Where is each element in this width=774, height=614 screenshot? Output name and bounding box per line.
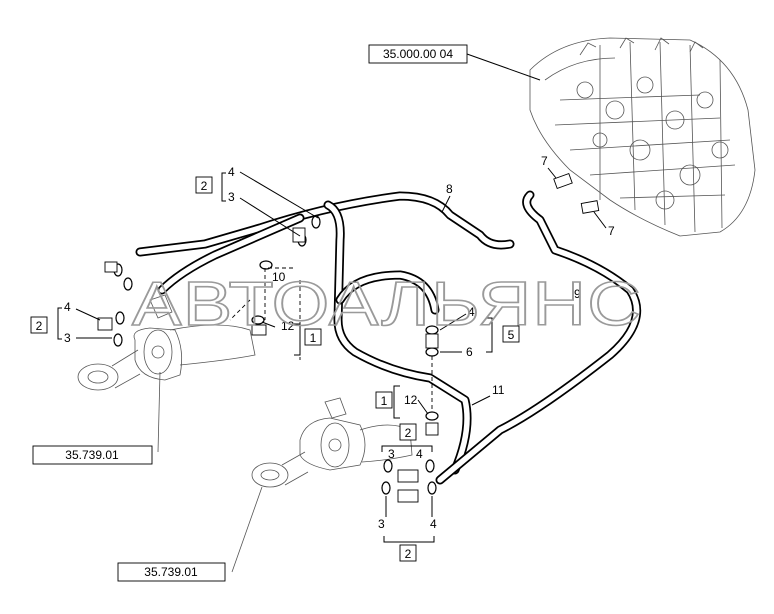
hose-9 <box>435 190 642 485</box>
part-label-3a: 3 <box>228 190 235 204</box>
box-2c[interactable] <box>399 423 417 441</box>
part-label-9: 9 <box>574 287 581 301</box>
box-2d-text: 2 <box>405 547 412 561</box>
label-group-bottom-top: 2 3 4 <box>381 423 433 461</box>
label-8: 8 <box>441 182 453 213</box>
part-label-4c: 4 <box>468 305 475 319</box>
label-10: 10 <box>272 270 286 284</box>
part-label-4b: 4 <box>64 300 71 314</box>
box-2a[interactable] <box>195 176 213 194</box>
cylinder-bottom-drawing <box>231 397 413 573</box>
box-1b-text: 1 <box>381 394 388 408</box>
box-5-text: 5 <box>508 328 515 342</box>
reference-valve-text: 35.000.00 04 <box>383 47 453 61</box>
label-group-bottom-bottom: 3 4 2 <box>378 496 437 562</box>
box-2b-text: 2 <box>36 319 43 333</box>
part-label-3b: 3 <box>64 331 71 345</box>
box-1b[interactable] <box>375 391 393 409</box>
part-label-7a: 7 <box>541 154 548 168</box>
part-label-4a: 4 <box>228 165 235 179</box>
label-11: 11 <box>471 383 505 406</box>
box-5[interactable] <box>502 325 520 343</box>
label-7: 7 7 <box>541 154 615 238</box>
label-group-left-top: 4 3 2 <box>195 165 319 237</box>
control-valve-drawing <box>529 37 756 237</box>
fittings <box>97 172 600 503</box>
label-9: 9 <box>574 287 581 301</box>
label-12a: 12 1 <box>261 319 322 356</box>
box-2b[interactable] <box>30 316 48 334</box>
box-2d[interactable] <box>399 544 417 562</box>
reference-cylinder-left-text: 35.739.01 <box>65 448 119 462</box>
reference-cylinder-bottom-text: 35.739.01 <box>144 565 198 579</box>
reference-cylinder-bottom[interactable]: 35.739.01 <box>117 562 226 582</box>
part-label-4d: 4 <box>416 447 423 461</box>
box-2a-text: 2 <box>201 179 208 193</box>
part-label-6: 6 <box>466 345 473 359</box>
part-label-12a: 12 <box>281 319 295 333</box>
part-label-8: 8 <box>446 182 453 196</box>
part-label-3c: 3 <box>388 447 395 461</box>
part-label-7b: 7 <box>608 224 615 238</box>
label-12b: 1 12 <box>375 385 429 419</box>
hose-upper-branch <box>157 200 472 475</box>
cylinder-left-drawing <box>77 294 256 453</box>
part-label-3d: 3 <box>378 517 385 531</box>
reference-valve[interactable]: 35.000.00 04 <box>368 44 541 81</box>
part-label-11: 11 <box>492 383 505 397</box>
box-2c-text: 2 <box>405 426 412 440</box>
hose-10 <box>335 270 440 315</box>
label-group-right-mid: 4 6 5 <box>439 305 520 359</box>
part-label-10: 10 <box>272 270 286 284</box>
part-label-12b: 12 <box>404 393 418 407</box>
reference-cylinder-left[interactable]: 35.739.01 <box>32 445 153 465</box>
box-1a[interactable] <box>304 328 322 346</box>
watermark-text: АВТОАЛЬЯНС <box>132 270 642 339</box>
box-1a-text: 1 <box>310 331 317 345</box>
part-label-4e: 4 <box>430 517 437 531</box>
label-group-left-mid: 4 3 2 <box>30 300 112 345</box>
